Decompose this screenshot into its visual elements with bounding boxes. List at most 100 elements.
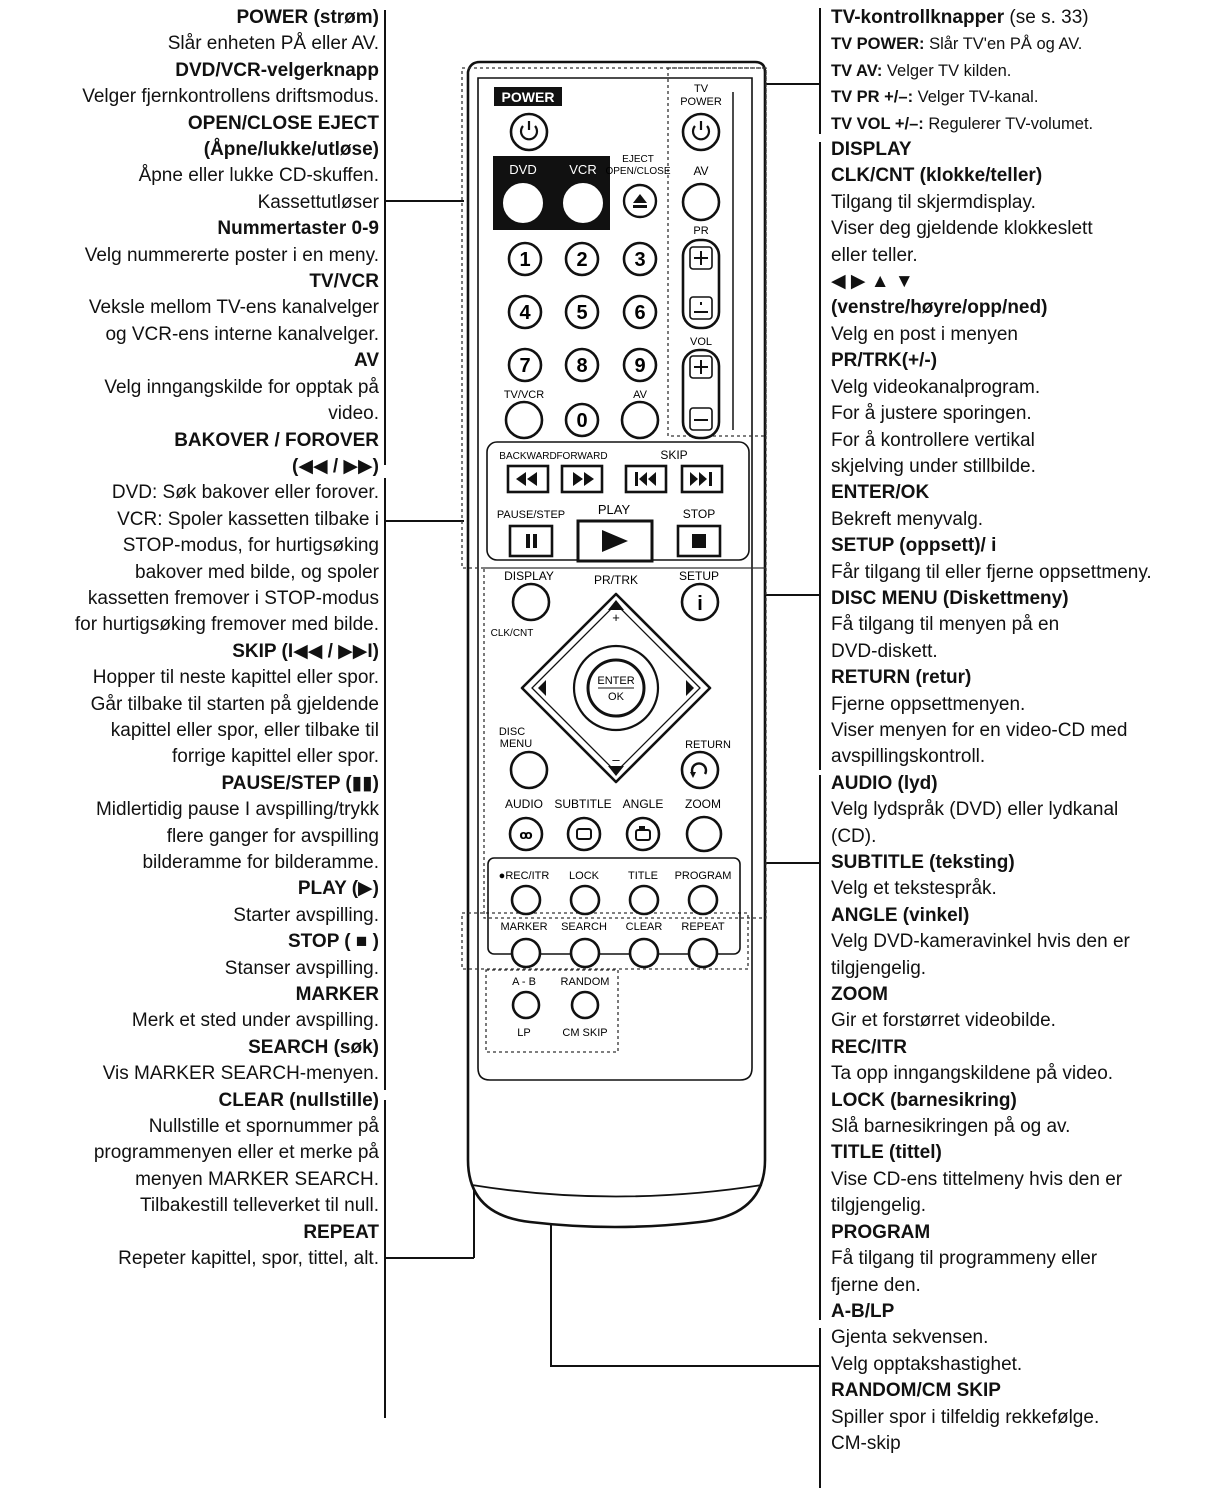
svg-text:8: 8 xyxy=(576,355,587,377)
forward-button[interactable] xyxy=(560,464,604,494)
setup-label: SETUP xyxy=(679,569,719,583)
disc-menu-button[interactable] xyxy=(509,750,549,790)
clkcnt-label: CLK/CNT xyxy=(491,628,534,639)
number-9-button[interactable]: 9 xyxy=(622,347,658,383)
right-line: Slå barnesikringen på og av. xyxy=(831,1116,1071,1138)
left-line: DVD: Søk bakover eller forover. xyxy=(111,482,379,504)
tv-av-button[interactable] xyxy=(681,182,721,222)
number-8-button[interactable]: 8 xyxy=(564,347,600,383)
skip-back-button[interactable] xyxy=(624,464,668,494)
vcr-button[interactable] xyxy=(561,181,605,225)
ab-lp-button[interactable] xyxy=(511,990,541,1020)
right-line: A-B/LP xyxy=(831,1300,895,1322)
pr-plus-button[interactable] xyxy=(689,246,713,270)
disc-label: DISC xyxy=(499,726,525,738)
pr-minus-button[interactable] xyxy=(689,296,713,320)
svg-text:3: 3 xyxy=(634,249,645,271)
audio-button[interactable]: ꝏ xyxy=(508,816,544,852)
left-line: Nummertaster 0-9 xyxy=(217,218,379,240)
right-line: ENTER/OK xyxy=(831,482,930,504)
left-line: MARKER xyxy=(295,984,379,1006)
clear-button[interactable] xyxy=(628,937,660,969)
left-line: CLEAR (nullstille) xyxy=(218,1089,379,1111)
number-5-button[interactable]: 5 xyxy=(564,294,600,330)
tv-control-value: Velger TV kilden. xyxy=(882,61,1012,80)
number-6-button[interactable]: 6 xyxy=(622,294,658,330)
rec-panel xyxy=(487,857,741,955)
left-line: PAUSE/STEP (▮▮) xyxy=(221,772,379,794)
eject-button[interactable] xyxy=(622,183,658,219)
nav-up-button[interactable]: + xyxy=(608,600,624,625)
leader-left-3 xyxy=(384,1257,474,1259)
leader-left-2 xyxy=(384,520,464,522)
right-line: LOCK (barnesikring) xyxy=(831,1089,1017,1111)
dvd-button[interactable] xyxy=(501,181,545,225)
rec-itr-button[interactable] xyxy=(510,884,542,916)
nav-left-button[interactable] xyxy=(538,680,546,696)
right-line: Få tilgang til menyen på en xyxy=(831,614,1060,636)
leader-right-2 xyxy=(762,594,820,596)
svg-text:7: 7 xyxy=(519,355,530,377)
vol-plus-button[interactable] xyxy=(689,355,713,379)
svg-text:2: 2 xyxy=(576,249,587,271)
nav-down-button[interactable]: – xyxy=(608,752,624,776)
vol-minus-button[interactable] xyxy=(689,407,713,431)
number-1-button[interactable]: 1 xyxy=(507,241,543,277)
tvvcr-button[interactable] xyxy=(504,400,544,440)
right-line: Tilgang til skjermdisplay. xyxy=(831,191,1036,213)
program-button[interactable] xyxy=(687,884,719,916)
tv-power-button[interactable] xyxy=(681,112,721,152)
marker-label: MARKER xyxy=(500,921,547,933)
svg-text:6: 6 xyxy=(634,302,645,324)
nav-right-button[interactable] xyxy=(686,680,694,696)
stop-button[interactable] xyxy=(676,524,722,558)
left-line: (Åpne/lukke/utløse) xyxy=(203,139,379,161)
marker-button[interactable] xyxy=(510,937,542,969)
pr-label: PR xyxy=(693,225,708,237)
angle-button[interactable] xyxy=(625,816,661,852)
stop-label: STOP xyxy=(683,507,715,521)
left-line: PLAY (▶) xyxy=(297,878,379,900)
random-cmskip-button[interactable] xyxy=(570,990,600,1020)
left-line: forrige kapittel eller spor. xyxy=(172,746,379,768)
right-line: SETUP (oppsett)/ i xyxy=(831,535,997,557)
right-line: ◀ ▶ ▲ ▼ xyxy=(831,271,914,293)
right-line: Vise CD-ens tittelmeny hvis den er xyxy=(831,1168,1123,1190)
display-button[interactable] xyxy=(511,582,551,622)
number-3-button[interactable]: 3 xyxy=(622,241,658,277)
number-2-button[interactable]: 2 xyxy=(564,241,600,277)
power-button[interactable] xyxy=(509,112,549,152)
svg-text:0: 0 xyxy=(576,410,587,432)
number-4-button[interactable]: 4 xyxy=(507,294,543,330)
eject-label-2: OPEN/CLOSE xyxy=(605,166,670,177)
svg-text:5: 5 xyxy=(576,302,587,324)
skip-forward-button[interactable] xyxy=(680,464,724,494)
left-line: og VCR-ens interne kanalvelger. xyxy=(105,323,379,345)
lock-button[interactable] xyxy=(569,884,601,916)
right-line: TITLE (tittel) xyxy=(831,1142,942,1164)
repeat-button[interactable] xyxy=(687,937,719,969)
number-7-button[interactable]: 7 xyxy=(507,347,543,383)
tv-control-value: Velger TV-kanal. xyxy=(913,88,1039,107)
pause-step-button[interactable] xyxy=(508,524,554,558)
play-button[interactable] xyxy=(576,519,654,563)
title-button[interactable] xyxy=(628,884,660,916)
setup-button[interactable]: i xyxy=(680,582,720,622)
left-line: SEARCH (søk) xyxy=(248,1036,379,1058)
enter-ok-button[interactable]: ENTER OK xyxy=(586,658,646,718)
subtitle-button[interactable] xyxy=(566,816,602,852)
zoom-button[interactable] xyxy=(685,815,723,853)
return-button[interactable] xyxy=(680,750,720,790)
backward-button[interactable] xyxy=(506,464,550,494)
search-button[interactable] xyxy=(569,937,601,969)
left-line: BAKOVER / FOROVER xyxy=(174,429,379,451)
svg-text:+: + xyxy=(612,610,620,625)
right-line: Få tilgang til programmeny eller xyxy=(831,1248,1098,1270)
angle-label: ANGLE xyxy=(623,797,664,811)
vol-label: VOL xyxy=(690,336,712,348)
tv-control-line: TV AV: Velger TV kilden. xyxy=(831,58,1152,84)
number-0-button[interactable]: 0 xyxy=(564,402,600,438)
av-button[interactable] xyxy=(620,400,660,440)
tv-control-key: TV AV: xyxy=(831,61,883,80)
